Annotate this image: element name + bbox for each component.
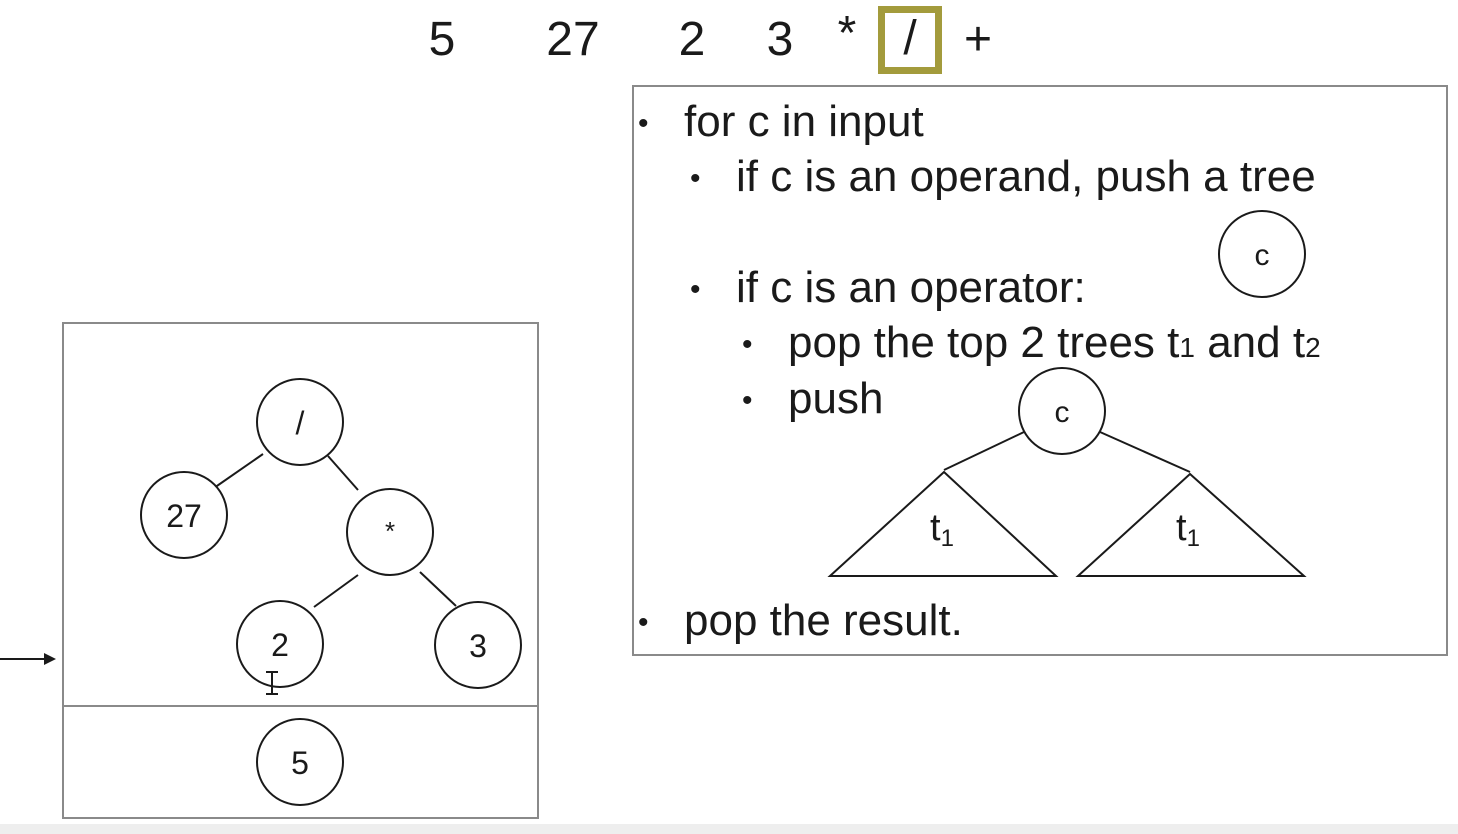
tree-node-right-right: 3	[469, 628, 487, 664]
input-token: 27	[546, 13, 600, 66]
bullet-marker: •	[742, 328, 753, 361]
algorithm-line-operand: if c is an operand, push a tree	[736, 152, 1316, 201]
algorithm-line-for-loop: for c in input	[684, 97, 924, 146]
tree-node-right: *	[385, 516, 395, 546]
algorithm-line-pop-two: pop the top 2 trees t1 and t2	[788, 318, 1321, 373]
tree-node-root: /	[296, 405, 305, 441]
input-token: 2	[678, 13, 706, 66]
algorithm-line-operator: if c is an operator:	[736, 263, 1086, 312]
text-cursor-icon	[266, 671, 278, 695]
tree-node-left: 27	[166, 498, 202, 534]
algorithm-box	[632, 85, 1448, 656]
single-tree-node: c	[1218, 210, 1306, 298]
and-text: and t	[1194, 318, 1306, 367]
stack-bottom-tree: 5	[256, 718, 344, 806]
bullet-marker: •	[690, 273, 701, 306]
tree-stack	[62, 322, 539, 819]
push-root-label: c	[1055, 396, 1070, 429]
single-node-label: c	[1255, 239, 1270, 272]
right-subtree-triangle	[1075, 472, 1307, 577]
input-token: *	[837, 7, 857, 60]
algorithm-line-pop-result: pop the result.	[684, 596, 963, 645]
tree-node-right-left: 2	[271, 627, 289, 663]
input-token: 3	[766, 13, 794, 66]
bullet-marker: •	[638, 107, 649, 140]
left-subtree-label: t1	[930, 507, 954, 552]
subscript: 1	[1179, 332, 1195, 363]
tree-node-bottom-root: 5	[291, 745, 309, 781]
input-token-current: /	[878, 6, 942, 74]
right-subtree-label: t1	[1176, 507, 1200, 552]
stack-divider	[62, 705, 539, 707]
subscript: 2	[1305, 332, 1321, 363]
input-token: +	[963, 13, 993, 66]
video-progress-strip	[0, 824, 1458, 834]
arrow-right-icon	[0, 653, 56, 665]
algorithm-line-push: push	[788, 374, 884, 423]
bullet-marker: •	[690, 162, 701, 195]
pop-text: pop the top 2 trees t	[788, 318, 1180, 367]
stack-top-tree: / 27 * 2 3	[140, 378, 522, 689]
input-token: 5	[428, 13, 456, 66]
bullet-marker: •	[638, 606, 649, 639]
push-tree-diagram: c t1 t1	[827, 367, 1307, 577]
bullet-marker: •	[742, 384, 753, 417]
left-subtree-triangle	[827, 470, 1059, 577]
